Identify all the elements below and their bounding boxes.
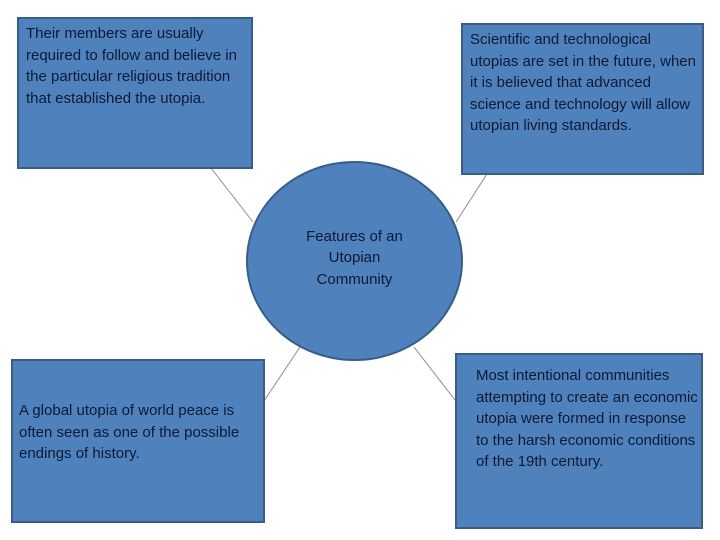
node-bottom-right-text: Most intentional communities attempting … xyxy=(476,367,698,470)
connector-top-left xyxy=(210,167,254,223)
node-bottom-left-text: A global utopia of world peace is often … xyxy=(19,402,240,462)
node-top-left-text: Their members are usually required to fo… xyxy=(26,25,237,107)
node-top-left: Their members are usually required to fo… xyxy=(17,17,253,169)
center-node: Features of an Utopian Community xyxy=(246,161,463,361)
node-top-right-text: Scientific and technological utopias are… xyxy=(470,31,696,134)
center-node-label: Features of an Utopian Community xyxy=(306,227,403,288)
node-top-right: Scientific and technological utopias are… xyxy=(461,23,704,175)
connector-bottom-left xyxy=(263,346,301,402)
connector-bottom-right xyxy=(413,346,456,401)
node-bottom-left: A global utopia of world peace is often … xyxy=(11,359,265,523)
connector-top-right xyxy=(455,173,488,223)
node-bottom-right: Most intentional communities attempting … xyxy=(455,353,703,529)
